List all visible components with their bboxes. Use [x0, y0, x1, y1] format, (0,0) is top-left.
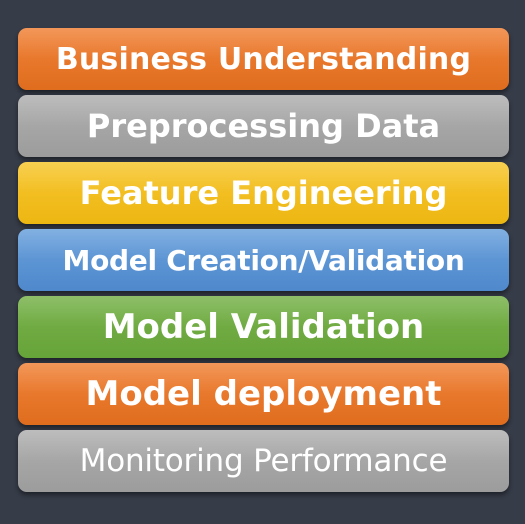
step-business-understanding: Business Understanding: [18, 28, 509, 90]
step-label: Preprocessing Data: [86, 107, 441, 145]
step-model-deployment: Model deployment: [18, 363, 509, 425]
step-feature-engineering: Feature Engineering: [18, 162, 509, 224]
step-label: Feature Engineering: [79, 174, 448, 212]
step-monitoring-performance: Monitoring Performance: [18, 430, 509, 492]
step-model-validation: Model Validation: [18, 296, 509, 358]
step-label: Model Validation: [102, 307, 425, 347]
step-preprocessing-data: Preprocessing Data: [18, 95, 509, 157]
step-model-creation-validation: Model Creation/Validation: [18, 229, 509, 291]
step-label: Business Understanding: [55, 41, 472, 77]
step-label: Model Creation/Validation: [62, 243, 465, 277]
process-steps-stack: Business Understanding Preprocessing Dat…: [18, 28, 509, 497]
step-label: Model deployment: [85, 374, 442, 414]
step-label: Monitoring Performance: [79, 443, 448, 479]
